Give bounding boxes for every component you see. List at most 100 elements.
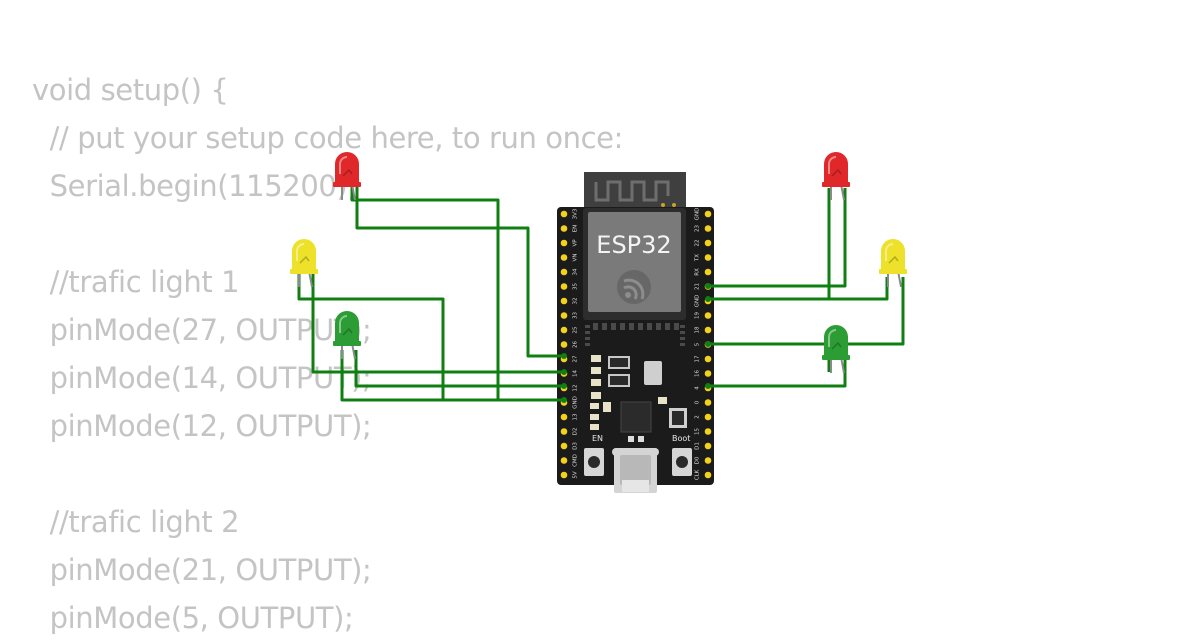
pin-left[interactable] [560,239,568,247]
code-line: // put your setup code here, to run once… [32,121,624,155]
pin-label: 34 [573,268,579,275]
pin-label: TX [695,254,701,262]
pin-label: 33 [573,312,579,319]
right-pin-header [704,210,712,479]
pin-label: 2 [695,415,701,419]
code-line: pinMode(21, OUTPUT); [32,553,372,587]
pin-label: EN [573,225,579,233]
pin-label: 18 [695,326,701,333]
pin-right[interactable] [704,370,712,377]
pin-left[interactable] [560,442,568,450]
micro-usb-port[interactable] [612,448,659,493]
pin-right[interactable] [704,355,712,363]
pin-left[interactable] [560,312,568,319]
wire-red1-anode [350,186,564,402]
yellow-led-2[interactable] [879,239,907,288]
pin-left[interactable] [560,283,568,290]
wire-red2-anode [708,188,831,301]
leds [290,152,907,374]
pin-right[interactable] [704,268,712,276]
wire-green1-anode [340,350,564,402]
wire-endpoints [561,283,711,403]
pin-left[interactable] [560,471,568,479]
pin-label: 12 [573,385,579,392]
pin-right[interactable] [704,457,712,464]
code-line: pinMode(12, OUTPUT); [32,409,372,443]
pin-left[interactable] [560,457,568,464]
pin-left[interactable] [560,428,568,435]
pin-label: D2 [573,428,579,436]
wire-yellow2-cathode [708,277,905,346]
pin-left[interactable] [560,297,568,305]
pin-right[interactable] [704,210,712,218]
pin-right[interactable] [704,239,712,247]
pin-right[interactable] [704,413,712,421]
wire-green2-cathode [708,360,847,388]
pin-label: 0 [695,400,701,404]
wires [297,186,905,402]
pin-label: 5V [573,471,579,478]
pin-left[interactable] [560,341,568,348]
wire-yellow2-anode [708,277,889,301]
pin-label: 19 [695,312,701,319]
pin-right[interactable] [704,326,712,334]
pin-right[interactable] [704,471,712,479]
pin-left[interactable] [560,254,568,261]
yellow-led-1[interactable] [290,239,318,288]
pin-label: VP [573,239,579,247]
pin-label: 15 [695,428,701,435]
code-line: pinMode(5, OUTPUT); [32,601,354,635]
pin-label: D1 [695,442,701,450]
pin-label: 5 [695,342,701,346]
pin-label: 26 [573,341,579,348]
module-castellations [585,323,685,346]
pin-left[interactable] [560,326,568,334]
pin-label: 14 [573,370,579,377]
esp32-board[interactable]: 3V3ENVPVN343532332526271412GND13D2D3CMD5… [557,207,714,493]
pin-left[interactable] [560,268,568,276]
pin-right[interactable] [704,225,712,232]
pin-label: 4 [695,386,701,390]
pin-label: 21 [695,283,701,290]
pin-left[interactable] [560,210,568,218]
pin-right[interactable] [704,428,712,435]
boot-button[interactable] [672,448,692,476]
left-pin-labels: 3V3ENVPVN343532332526271412GND13D2D3CMD5… [573,208,579,479]
pin-right[interactable] [704,399,712,406]
pin-label: CLK [695,469,701,480]
code-line: //trafic light 1 [32,265,240,299]
en-button[interactable] [584,448,604,476]
pin-left[interactable] [560,225,568,232]
pin-label: 27 [573,355,579,362]
wire-red1-cathode [355,186,564,358]
pin-label: 22 [695,240,701,247]
red-led-2[interactable] [822,152,850,201]
esp32-shield [588,212,681,312]
pin-label: 3V3 [573,208,579,219]
red-led-1[interactable] [333,152,361,201]
pin-label: GND [695,295,701,308]
pin-left[interactable] [560,413,568,421]
green-led-2[interactable] [822,325,850,374]
green-led-1[interactable] [333,311,361,360]
pin-label: GND [695,208,701,221]
wire-green1-cathode [354,350,564,388]
pin-label: CMD [573,454,579,467]
pin-label: VN [573,254,579,262]
left-pin-header [560,210,568,479]
pin-right[interactable] [704,442,712,450]
pin-right[interactable] [704,312,712,319]
code-line: //trafic light 2 [32,505,240,539]
espressif-logo-icon [617,270,651,304]
pin-label: D3 [573,442,579,450]
code-line: Serial.begin(115200); [32,169,357,203]
pin-label: 17 [695,355,701,362]
smd-components [590,355,687,442]
pin-right[interactable] [704,254,712,261]
pin-label: GND [573,396,579,409]
wire-yellow1-cathode [311,272,564,374]
code-line: void setup() { [32,73,229,107]
pin-label: 25 [573,326,579,333]
